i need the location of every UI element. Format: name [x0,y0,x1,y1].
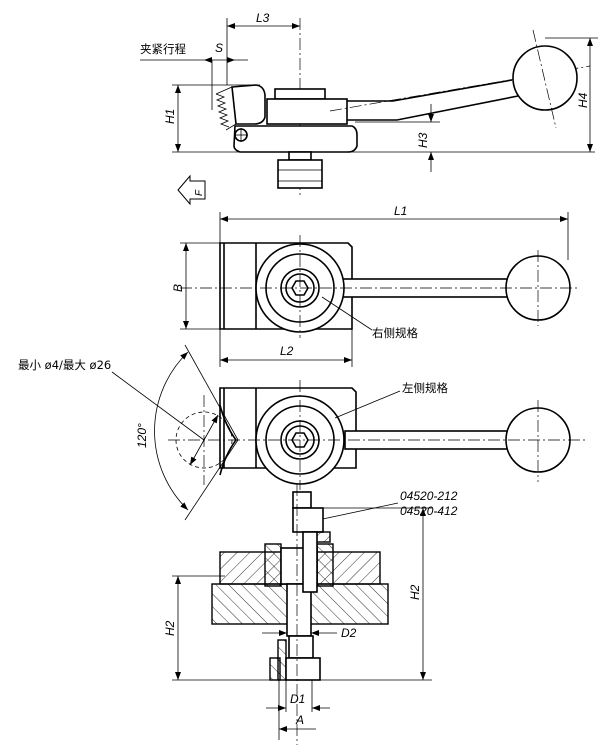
h2-right-label: H2 [408,584,422,600]
base-block [233,125,358,153]
top-nut [292,507,324,533]
l1-label: L1 [394,204,407,218]
h3-label: H3 [416,132,430,148]
clamp-jaw [231,84,266,125]
top-view-right: L1 B 右侧规格 L2 [171,204,578,367]
force-label: F [194,189,205,196]
left-version-label: 左侧规格 [402,381,448,395]
d1-label: D1 [290,692,305,706]
l2-label: L2 [280,344,294,358]
part-number-1: 04520-212 [400,489,458,503]
s-label: S [215,41,223,55]
clamping-stroke-label: 夹紧行程 [140,42,186,56]
cam-body [266,98,348,125]
top-view-left: 左侧规格 120° 最小 ø4/最大 ø26 [18,344,585,521]
b-label: B [171,284,185,292]
workpiece-range-label: 最小 ø4/最大 ø26 [18,358,111,372]
a-label: A [295,713,304,727]
part-number-2: 04520-412 [400,504,458,518]
l3-label: L3 [256,11,270,25]
h2-left-label: H2 [163,620,177,636]
angle-arc [154,351,189,511]
workpiece-circle [175,411,233,469]
d2-label: D2 [341,626,357,640]
right-version-label: 右侧规格 [372,326,418,340]
angle-label: 120° [135,423,149,448]
side-view: L3 夹紧行程 S H1 H4 [140,11,598,206]
force-arrow-icon [177,174,206,206]
bottom-nut [285,657,321,681]
h4-label: H4 [576,92,590,108]
section-view: 04520-212 04520-412 H2 H2 D2 [163,484,458,745]
stud-nut [277,159,323,189]
handle-ball [512,45,578,111]
h1-label: H1 [163,109,177,124]
serrated-jaw-face [215,86,237,131]
